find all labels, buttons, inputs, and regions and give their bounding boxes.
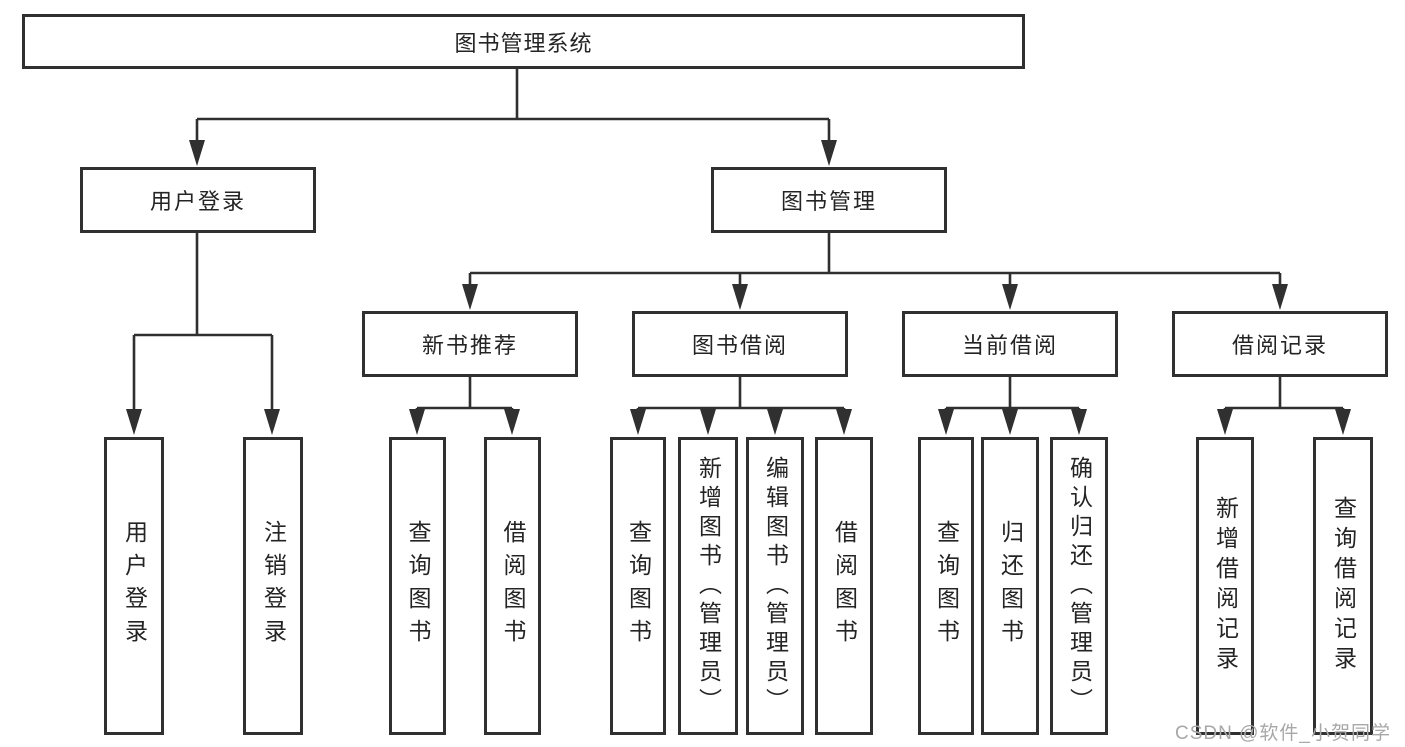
node-book-management: 图书管理: [711, 167, 947, 233]
node-borrow-records: 借阅记录: [1172, 311, 1388, 377]
arrowhead: [264, 409, 280, 435]
node-user-login: 用户登录: [80, 167, 316, 233]
arrowhead: [1217, 409, 1233, 435]
connector-current-borrow: [938, 377, 1087, 435]
arrowhead: [938, 409, 954, 435]
connector-book-borrow: [630, 377, 852, 435]
node-label: 查询图书: [625, 520, 652, 652]
leaf-logout: 注销登录: [243, 437, 303, 735]
node-label: 新书推荐: [421, 333, 518, 358]
node-label: 注销登录: [260, 520, 287, 652]
arrowhead: [732, 284, 748, 310]
node-label: 借阅图书: [831, 520, 858, 652]
connector-user-login: [126, 233, 280, 435]
node-label: 借阅图书: [500, 520, 526, 652]
connector-borrow-records: [1217, 377, 1351, 435]
leaf-add-books-admin: 新增图书（管理员）: [678, 437, 738, 735]
leaf-add-borrow-record: 新增借阅记录: [1196, 437, 1254, 735]
connector-root: [189, 69, 837, 166]
leaf-user-login: 用户登录: [104, 437, 164, 735]
arrowhead: [836, 409, 852, 435]
leaf-borrow-books: 借阅图书: [815, 437, 873, 735]
node-label: 新增图书（管理员）: [695, 455, 722, 717]
leaf-query-books-borrow: 查询图书: [610, 437, 666, 735]
node-label: 当前借阅: [961, 333, 1058, 358]
arrowhead: [504, 409, 520, 435]
node-label: 图书管理: [780, 189, 877, 214]
arrowhead: [1002, 284, 1018, 310]
node-label: 图书管理系统: [454, 30, 593, 56]
node-label: 确认归还（管理员）: [1066, 455, 1093, 717]
leaf-query-books-current: 查询图书: [918, 437, 974, 735]
node-label: 查询借阅记录: [1330, 496, 1357, 676]
arrowhead: [700, 409, 716, 435]
connector-new-book-rec: [409, 377, 520, 435]
node-current-borrow: 当前借阅: [902, 311, 1118, 377]
leaf-query-books-recommend: 查询图书: [389, 437, 446, 735]
arrowhead: [1071, 409, 1087, 435]
leaf-return-books: 归还图书: [981, 437, 1039, 735]
arrowhead: [1272, 284, 1288, 310]
arrowhead: [821, 140, 837, 166]
node-label: 用户登录: [149, 189, 246, 214]
leaf-edit-books-admin: 编辑图书（管理员）: [746, 437, 804, 735]
arrowhead: [630, 409, 646, 435]
node-label: 图书借阅: [691, 333, 788, 358]
node-label: 借阅记录: [1231, 333, 1328, 358]
leaf-borrow-books-recommend: 借阅图书: [484, 437, 541, 735]
node-system-root: 图书管理系统: [22, 14, 1025, 69]
arrowhead: [126, 409, 142, 435]
arrowhead: [1002, 409, 1018, 435]
arrowhead: [462, 284, 478, 310]
arrowhead: [189, 140, 205, 166]
node-label: 归还图书: [997, 520, 1024, 652]
connector-book-management: [462, 233, 1288, 310]
arrowhead: [767, 409, 783, 435]
node-label: 查询图书: [405, 520, 431, 652]
node-new-book-recommend: 新书推荐: [362, 311, 578, 377]
leaf-query-borrow-record: 查询借阅记录: [1313, 437, 1373, 735]
node-book-borrow: 图书借阅: [632, 311, 848, 377]
watermark: CSDN @软件_小贺同学: [1175, 723, 1391, 744]
node-label: 编辑图书（管理员）: [762, 455, 789, 717]
node-label: 新增借阅记录: [1212, 496, 1239, 676]
node-label: 用户登录: [121, 520, 148, 652]
leaf-confirm-return-admin: 确认归还（管理员）: [1050, 437, 1108, 735]
arrowhead: [1335, 409, 1351, 435]
node-label: 查询图书: [933, 520, 960, 652]
arrowhead: [409, 409, 425, 435]
